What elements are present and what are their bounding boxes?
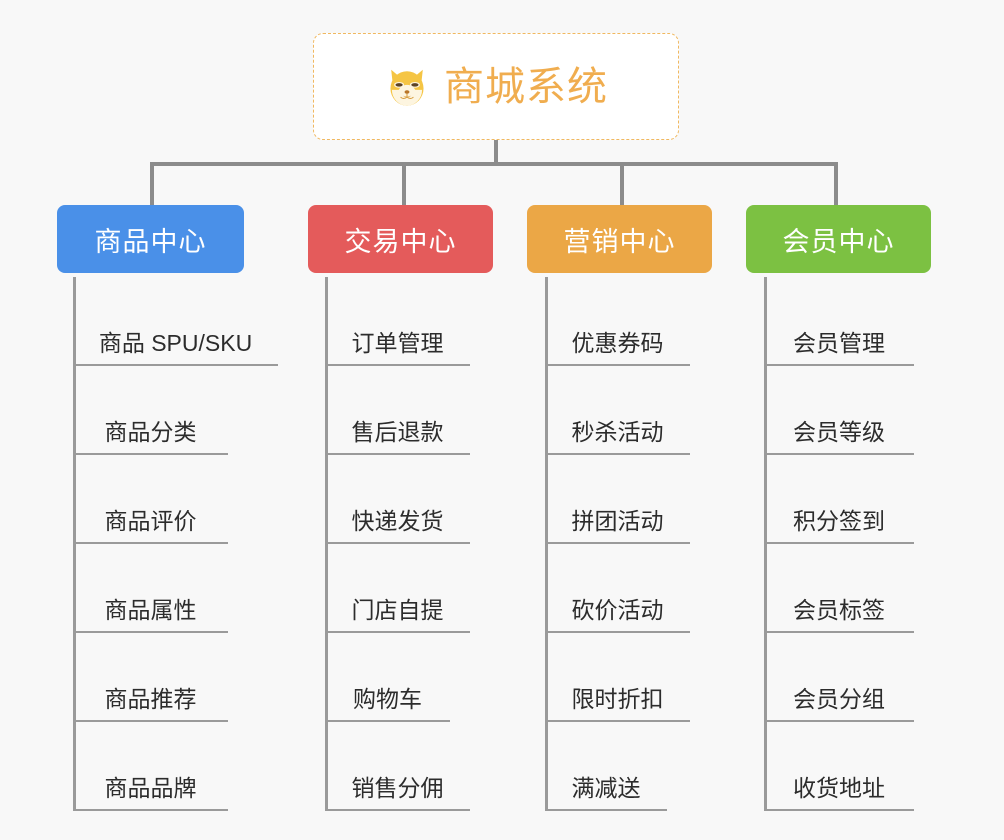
leaf-item[interactable]: 商品属性 [73,544,228,633]
leaf-item[interactable]: 限时折扣 [545,633,690,722]
leaf-item[interactable]: 快递发货 [325,455,470,544]
leaf-item[interactable]: 购物车 [325,633,450,722]
leaf-item[interactable]: 商品品牌 [73,722,228,811]
leaf-item[interactable]: 满减送 [545,722,667,811]
category-label: 交易中心 [344,226,457,257]
leaf-item-label: 会员分组 [793,686,885,713]
leaf-item[interactable]: 秒杀活动 [545,366,690,455]
leaf-item[interactable]: 拼团活动 [545,455,690,544]
leaf-item-label: 快递发货 [351,508,444,535]
leaf-spine [325,277,328,811]
leaf-item[interactable]: 商品评价 [73,455,228,544]
leaf-item-label: 秒杀活动 [571,419,664,446]
category-box-trade-center[interactable]: 交易中心 [308,205,493,273]
leaf-item-label: 商品分类 [104,419,197,446]
leaf-item-label: 门店自提 [351,597,444,624]
leaf-item[interactable]: 门店自提 [325,544,470,633]
leaf-item[interactable]: 会员标签 [764,544,914,633]
leaf-item-label: 积分签到 [793,508,885,535]
connector-root-trunk [494,140,498,166]
leaf-item-label: 拼团活动 [571,508,664,535]
leaf-spine [545,277,548,811]
leaf-item[interactable]: 订单管理 [325,277,470,366]
leaf-item-label: 售后退款 [351,419,444,446]
leaf-item[interactable]: 商品 SPU/SKU [73,277,278,366]
leaf-item-label: 会员标签 [793,597,885,624]
leaf-item[interactable]: 销售分佣 [325,722,470,811]
category-box-member-center[interactable]: 会员中心 [746,205,931,273]
leaf-item[interactable]: 商品分类 [73,366,228,455]
leaf-item[interactable]: 会员等级 [764,366,914,455]
leaf-item-label: 商品属性 [104,597,197,624]
leaf-item-label: 优惠券码 [571,330,664,357]
category-box-marketing-center[interactable]: 营销中心 [527,205,712,273]
leaf-item[interactable]: 优惠券码 [545,277,690,366]
root-node-shopping-mall-system[interactable]: 商城系统 [313,33,679,140]
leaf-item-label: 订单管理 [351,330,444,357]
leaf-item-label: 销售分佣 [351,775,444,802]
category-label: 会员中心 [782,226,895,257]
connector-drop-4 [834,162,838,207]
leaf-item-label: 会员等级 [793,419,885,446]
connector-drop-1 [150,162,154,207]
leaf-item[interactable]: 售后退款 [325,366,470,455]
leaf-item-label: 商品品牌 [104,775,197,802]
leaf-spine [73,277,76,811]
leaf-item-label: 砍价活动 [571,597,664,624]
category-box-product-center[interactable]: 商品中心 [57,205,244,273]
leaf-item-label: 购物车 [353,686,422,713]
leaf-item-label: 会员管理 [793,330,885,357]
leaf-item[interactable]: 积分签到 [764,455,914,544]
root-node-label: 商城系统 [444,64,608,109]
leaf-item-label: 商品推荐 [104,686,197,713]
leaf-item-label: 满减送 [571,775,641,802]
leaf-item[interactable]: 会员分组 [764,633,914,722]
connector-horizontal-bus [150,162,838,166]
leaf-spine [764,277,767,811]
leaf-item[interactable]: 会员管理 [764,277,914,366]
leaf-item[interactable]: 砍价活动 [545,544,690,633]
connector-drop-2 [402,162,406,207]
shiba-dog-face-icon [390,69,424,106]
leaf-item-label: 限时折扣 [571,686,664,713]
connector-drop-3 [620,162,624,207]
leaf-item[interactable]: 收货地址 [764,722,914,811]
category-label: 营销中心 [563,226,676,257]
leaf-item-label: 商品评价 [104,508,197,535]
category-label: 商品中心 [94,226,207,257]
leaf-item-label: 商品 SPU/SKU [98,330,253,357]
leaf-item[interactable]: 商品推荐 [73,633,228,722]
leaf-item-label: 收货地址 [793,775,885,802]
